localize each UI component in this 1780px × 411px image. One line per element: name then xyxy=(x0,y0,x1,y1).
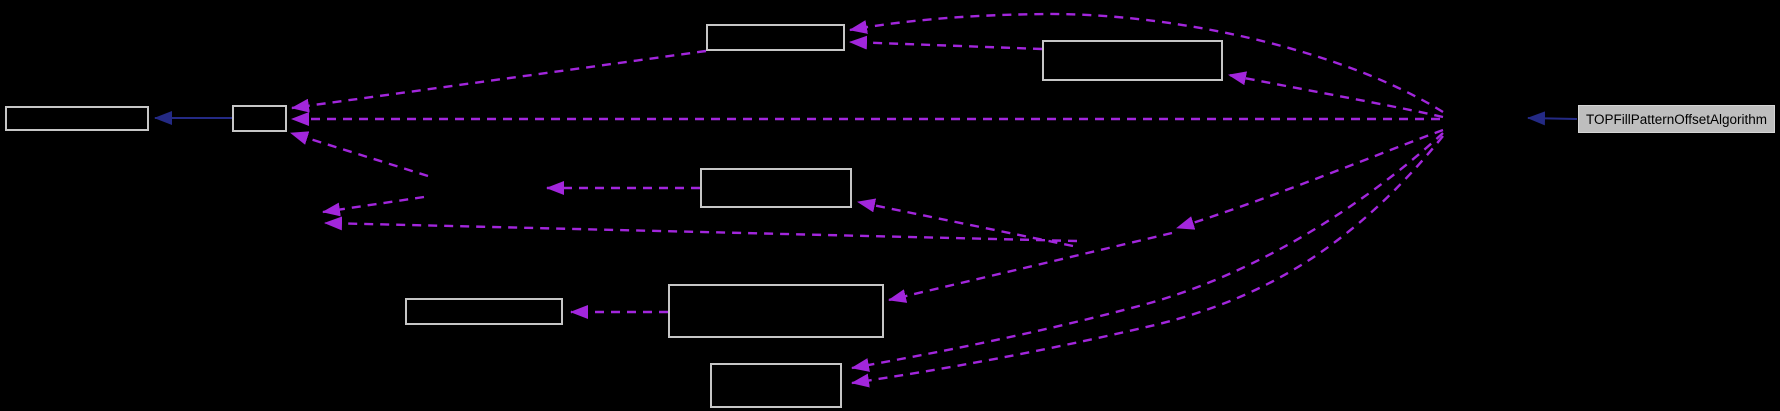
node-main[interactable]: TOPFillPatternOffsetAlgorithm xyxy=(1578,105,1775,133)
edge-top-center-to-left-small xyxy=(291,49,707,113)
edge-hub-to-bottom-lower xyxy=(851,135,1444,388)
edge-hub-to-top-right xyxy=(1228,71,1444,119)
node-lower-left[interactable] xyxy=(405,298,563,325)
edge-hub-to-top-center-upper xyxy=(849,12,1444,114)
node-label: TOPFillPatternOffsetAlgorithm xyxy=(1585,111,1768,127)
node-left[interactable] xyxy=(5,106,149,131)
edge-mid-to-left-small-corner xyxy=(290,131,429,178)
edge-right-to-lower-center xyxy=(888,231,1173,303)
edge-right-to-center xyxy=(857,198,1074,248)
edge-main-to-hidden-base xyxy=(1527,111,1578,126)
edge-top-right-to-top-center xyxy=(849,35,1043,51)
edge-hub-to-bottom-upper xyxy=(851,132,1444,372)
node-top-center[interactable] xyxy=(706,24,845,51)
edge-right-to-hidden-left-2 xyxy=(324,216,1078,243)
edge-mid-to-hidden-left-1 xyxy=(322,195,425,217)
node-bottom[interactable] xyxy=(710,363,842,408)
node-top-right[interactable] xyxy=(1042,40,1223,81)
node-left-small[interactable] xyxy=(232,105,287,132)
node-center[interactable] xyxy=(700,168,852,208)
edge-hub-to-hidden-right xyxy=(1176,128,1444,230)
node-lower-center[interactable] xyxy=(668,284,884,338)
